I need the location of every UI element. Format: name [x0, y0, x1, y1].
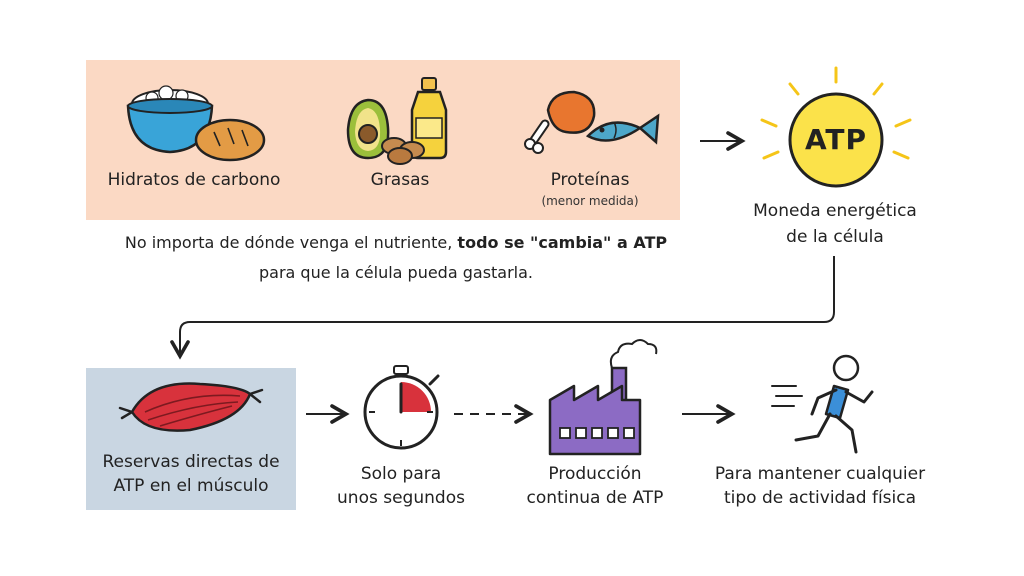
factory-caption-line2: continua de ATP: [526, 488, 664, 508]
atp-caption: Moneda energética de la célula: [730, 198, 940, 250]
timer-caption: Solo para unos segundos: [326, 462, 476, 510]
bread-icon: [194, 118, 266, 162]
nutrient-note-emphasis: todo se "cambia" a ATP: [457, 233, 668, 252]
oil-bottle-icon: [410, 77, 448, 160]
timer-caption-line1: Solo para: [360, 464, 442, 484]
factory-caption: Producción continua de ATP: [510, 462, 680, 510]
muscle-caption-line2: ATP en el músculo: [113, 476, 269, 496]
atp-caption-line2: de la célula: [786, 227, 884, 247]
avocado-icon: [346, 98, 390, 160]
nutrient-note-line1: No importa de dónde venga el nutriente, …: [124, 233, 668, 252]
runner-caption: Para mantener cualquier tipo de activida…: [704, 462, 936, 510]
rice-bowl-icon: [126, 85, 214, 154]
nutrient-note: No importa de dónde venga el nutriente, …: [86, 228, 706, 288]
runner-caption-line1: Para mantener cualquier: [714, 464, 926, 484]
fish-icon: [585, 113, 660, 145]
fats-label: Grasas: [370, 170, 430, 190]
factory-caption-line1: Producción: [548, 464, 642, 484]
atp-caption-line1: Moneda energética: [753, 201, 917, 221]
runner-icon: [771, 354, 874, 454]
muscle-caption: Reservas directas de ATP en el músculo: [86, 450, 296, 498]
nuts-icon: [381, 137, 425, 165]
nutrient-note-line2: para que la célula pueda gastarla.: [258, 263, 534, 282]
atp-symbol: ATP: [804, 123, 868, 156]
proteins-label: Proteínas: [550, 170, 630, 190]
timer-caption-line2: unos segundos: [337, 488, 465, 508]
muscle-icon: [118, 382, 264, 432]
carbs-label: Hidratos de carbono: [107, 170, 281, 190]
chicken-leg-icon: [524, 90, 596, 154]
muscle-caption-line1: Reservas directas de: [102, 452, 280, 472]
stopwatch-icon: [363, 365, 440, 450]
arrow-to-muscle: [170, 256, 835, 360]
proteins-note: (menor medida): [541, 194, 639, 208]
runner-caption-line2: tipo de actividad física: [723, 488, 917, 508]
atp-sun-icon: [760, 66, 912, 188]
factory-icon: [548, 339, 658, 456]
